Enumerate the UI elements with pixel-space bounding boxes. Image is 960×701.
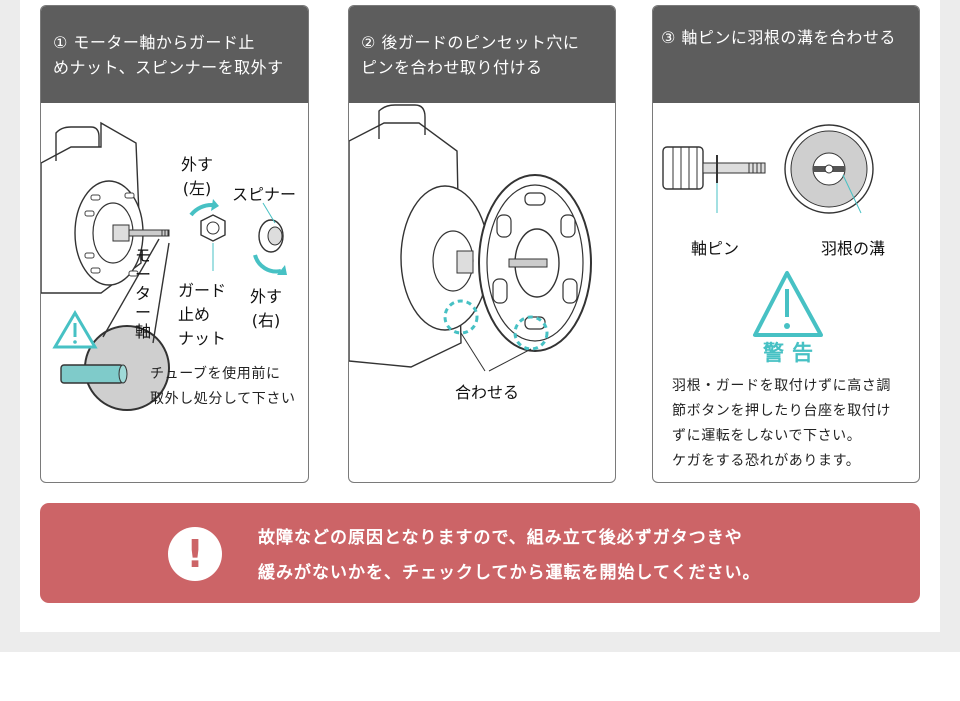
step-1-illustration: 外す (左) スピナー ガード 止め ナット 外す (右) モ ー タ ー 軸 … — [41, 103, 308, 482]
step-1-card: ① モーター軸からガード止 めナット、スピンナーを取外す — [40, 5, 309, 483]
shaft-pin-label: 軸ピン — [691, 239, 740, 258]
remove-right-label: 外す (右) — [250, 287, 283, 330]
step-2-illustration: 合わせる — [349, 103, 615, 482]
align-label: 合わせる — [455, 383, 520, 402]
step-2-card: ② 後ガードのピンセット穴に ピンを合わせ取り付ける — [348, 5, 616, 483]
caution-banner: ! 故障などの原因となりますので、組み立て後必ずガタつきや 緩みがないかを、チェ… — [40, 503, 920, 603]
step-3-illustration: 軸ピン 羽根の溝 警告 羽根・ガードを取付けずに高さ調 節ボタンを押したり台座を… — [653, 103, 919, 482]
shaft-pin-illustration — [662, 124, 874, 337]
step-1-note: チューブを使用前に 取外し処分して下さい — [150, 366, 296, 407]
exclamation-icon: ! — [168, 527, 222, 581]
step-3-card: ③ 軸ピンに羽根の溝を合わせる 軸ピン 羽根の溝 警告 羽根・ガードを取付けずに… — [652, 5, 920, 483]
rear-guard-illustration — [349, 104, 592, 372]
spinner-label: スピナー — [232, 185, 297, 204]
motor-shaft-label: モ ー タ ー 軸 — [134, 246, 151, 341]
guard-nut-label: ガード 止め ナット — [178, 281, 227, 348]
caution-text: 故障などの原因となりますので、組み立て後必ずガタつきや 緩みがないかを、チェック… — [258, 528, 761, 583]
step-2-header: ② 後ガードのピンセット穴に ピンを合わせ取り付ける — [349, 6, 615, 103]
remove-left-label: 外す (左) — [181, 155, 214, 198]
warning-text: 羽根・ガードを取付けずに高さ調 節ボタンを押したり台座を取付け ずに運転をしない… — [672, 378, 891, 469]
blade-groove-label: 羽根の溝 — [821, 239, 886, 258]
step-3-header: ③ 軸ピンに羽根の溝を合わせる — [653, 6, 919, 103]
warning-title: 警告 — [763, 341, 821, 365]
fan-motor-illustration — [41, 121, 287, 411]
step-1-header: ① モーター軸からガード止 めナット、スピンナーを取外す — [41, 6, 308, 103]
